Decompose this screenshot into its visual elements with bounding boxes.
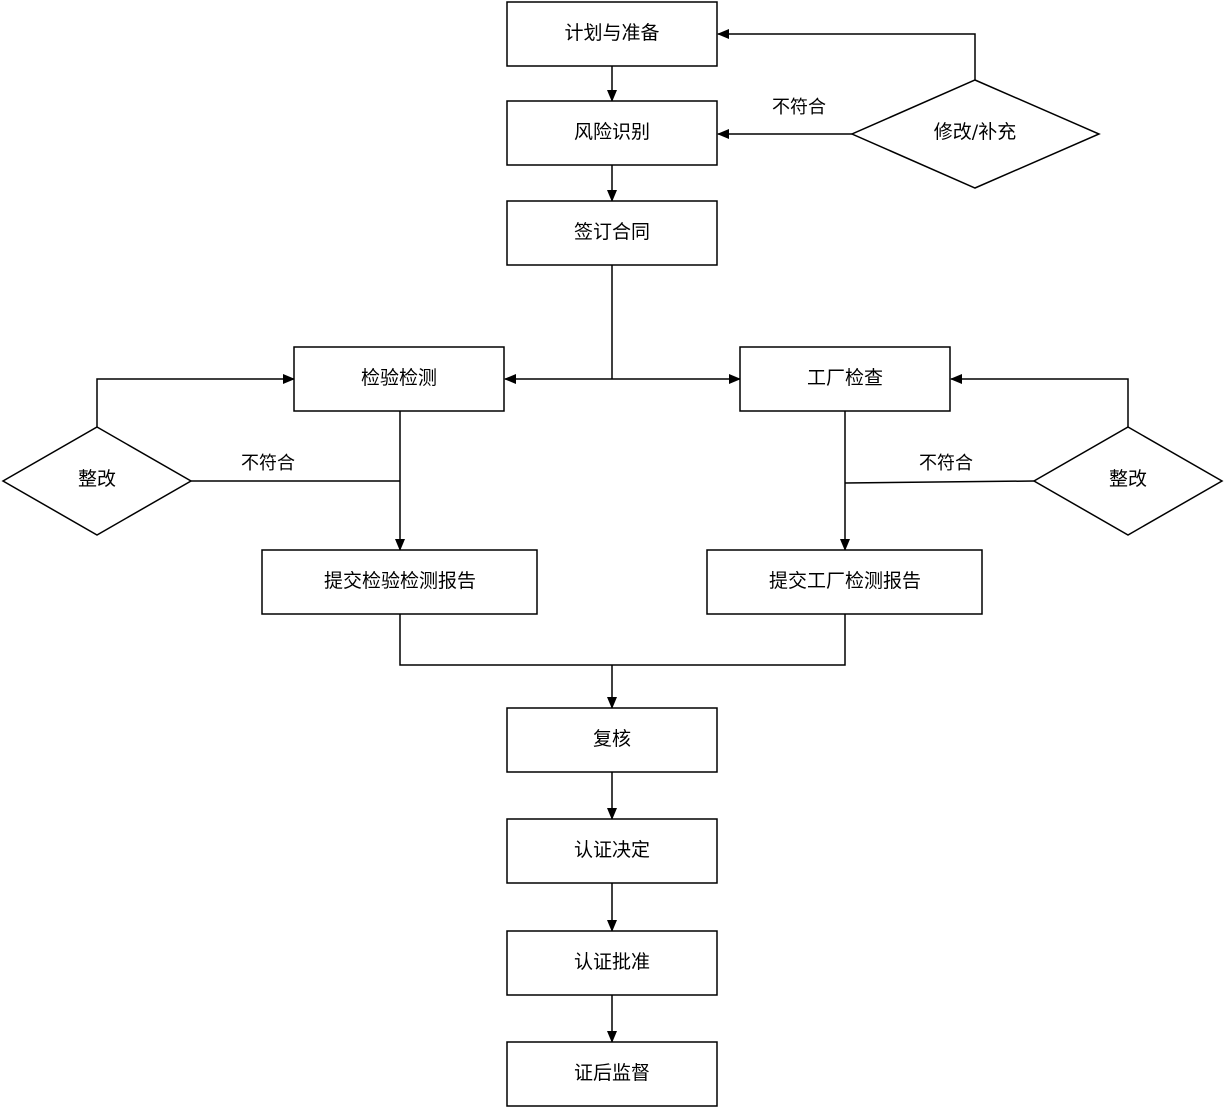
node-decision-label: 认证决定 [574, 839, 650, 861]
node-decision: 认证决定 [506, 818, 718, 884]
node-submit-factory-label: 提交工厂检测报告 [769, 570, 921, 592]
decision-revise-label: 修改/补充 [934, 121, 1016, 143]
connector-rectify-right-to-factory [950, 374, 1129, 427]
node-supervision-label: 证后监督 [574, 1062, 650, 1084]
connector-factory-nonconform [844, 480, 1035, 484]
node-plan: 计划与准备 [506, 1, 718, 67]
node-supervision: 证后监督 [506, 1041, 718, 1107]
node-review: 复核 [506, 707, 718, 773]
decision-rectify-right-label: 整改 [1109, 468, 1147, 490]
node-contract: 签订合同 [506, 200, 718, 266]
connector-merge [399, 614, 846, 666]
node-factory-label: 工厂检查 [807, 367, 883, 389]
node-approval: 认证批准 [506, 930, 718, 996]
node-approval-label: 认证批准 [574, 951, 650, 973]
node-review-label: 复核 [593, 728, 631, 750]
node-submit-inspection: 提交检验检测报告 [261, 549, 538, 615]
decision-rectify-left: 整改 [1, 426, 193, 536]
decision-rectify-left-label: 整改 [78, 468, 116, 490]
node-factory: 工厂检查 [739, 346, 951, 412]
node-inspection: 检验检测 [293, 346, 505, 412]
decision-rectify-right: 整改 [1032, 426, 1224, 536]
connector-revise-to-plan [717, 29, 976, 80]
node-contract-label: 签订合同 [574, 221, 650, 243]
decision-revise: 修改/补充 [850, 79, 1101, 189]
edge-label-top-nonconform: 不符合 [772, 97, 826, 118]
connector-rectify-left-to-inspection [96, 374, 295, 427]
edge-label-right-nonconform: 不符合 [919, 453, 973, 474]
node-risk: 风险识别 [506, 100, 718, 166]
edge-label-left-nonconform: 不符合 [241, 453, 295, 474]
node-inspection-label: 检验检测 [361, 367, 437, 389]
node-submit-factory: 提交工厂检测报告 [706, 549, 983, 615]
node-risk-label: 风险识别 [574, 121, 650, 143]
node-submit-inspection-label: 提交检验检测报告 [324, 570, 476, 592]
node-plan-label: 计划与准备 [564, 22, 659, 44]
